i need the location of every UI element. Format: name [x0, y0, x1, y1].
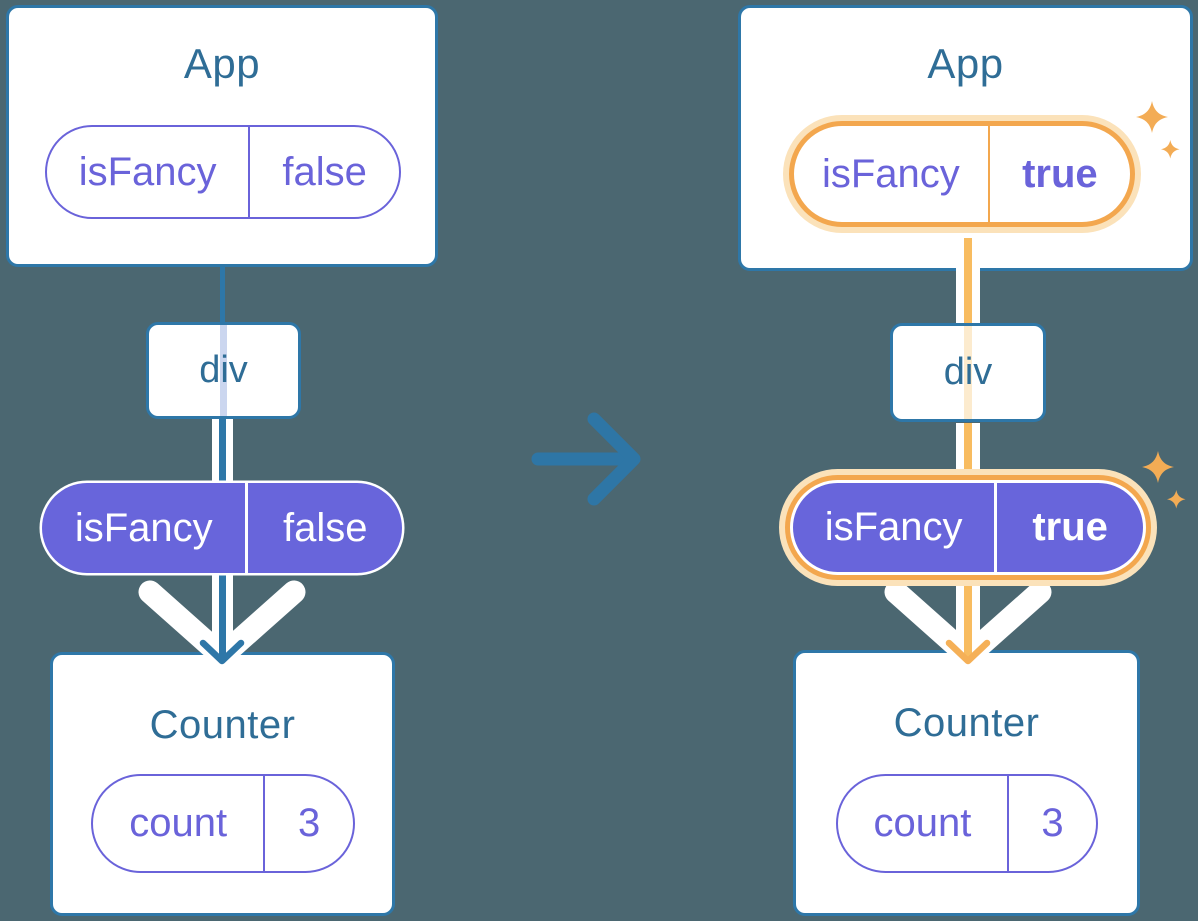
right-passed-prop-pill-highlighted: isFancy true — [790, 480, 1146, 575]
left-div-node: div — [146, 322, 301, 419]
left-counter-state-pill: count 3 — [91, 774, 355, 873]
prop-value: false — [282, 505, 368, 550]
prop-name: isFancy — [42, 483, 249, 573]
right-counter-state-pill: count 3 — [836, 774, 1098, 873]
right-connector-div-pill — [956, 423, 980, 487]
sparkle-icon — [1136, 101, 1180, 159]
right-connector-pill-counter — [956, 575, 980, 657]
right-connector-app-div — [956, 238, 980, 324]
prop-value: true — [1032, 505, 1108, 549]
prop-name: isFancy — [793, 483, 998, 572]
left-div-label: div — [199, 349, 248, 391]
left-counter-card: Counter count 3 — [50, 652, 395, 916]
prop-name: isFancy — [794, 126, 990, 222]
transition-arrow-icon — [531, 412, 641, 506]
right-arrowhead-icon — [945, 639, 991, 665]
state-value: 3 — [1041, 801, 1064, 845]
left-arrowhead-icon — [199, 639, 245, 665]
left-app-card: App isFancy false — [6, 5, 438, 267]
right-app-card: App isFancy true — [738, 5, 1193, 271]
right-counter-card: Counter count 3 — [793, 650, 1140, 916]
sparkle-icon — [1142, 451, 1186, 509]
right-app-title: App — [927, 40, 1004, 87]
right-app-prop-pill-highlighted: isFancy true — [789, 121, 1135, 227]
left-connector-pill-counter — [212, 571, 233, 657]
right-div-node: div — [890, 323, 1046, 422]
state-name: count — [93, 776, 266, 871]
state-value: 3 — [298, 801, 321, 845]
prop-value: false — [282, 149, 367, 194]
right-div-pass-through-line — [964, 326, 972, 419]
state-name: count — [838, 776, 1009, 871]
left-app-prop-pill: isFancy false — [45, 125, 401, 219]
left-counter-title: Counter — [149, 703, 296, 747]
right-counter-title: Counter — [893, 701, 1040, 745]
left-connector-div-pill — [212, 419, 233, 486]
prop-name: isFancy — [47, 127, 251, 217]
left-passed-prop-pill: isFancy false — [42, 483, 402, 573]
left-app-title: App — [183, 40, 261, 87]
left-div-pass-through-line — [220, 325, 227, 416]
right-div-label: div — [943, 351, 993, 393]
left-connector-app-div — [220, 265, 225, 325]
prop-value: true — [1022, 151, 1098, 196]
